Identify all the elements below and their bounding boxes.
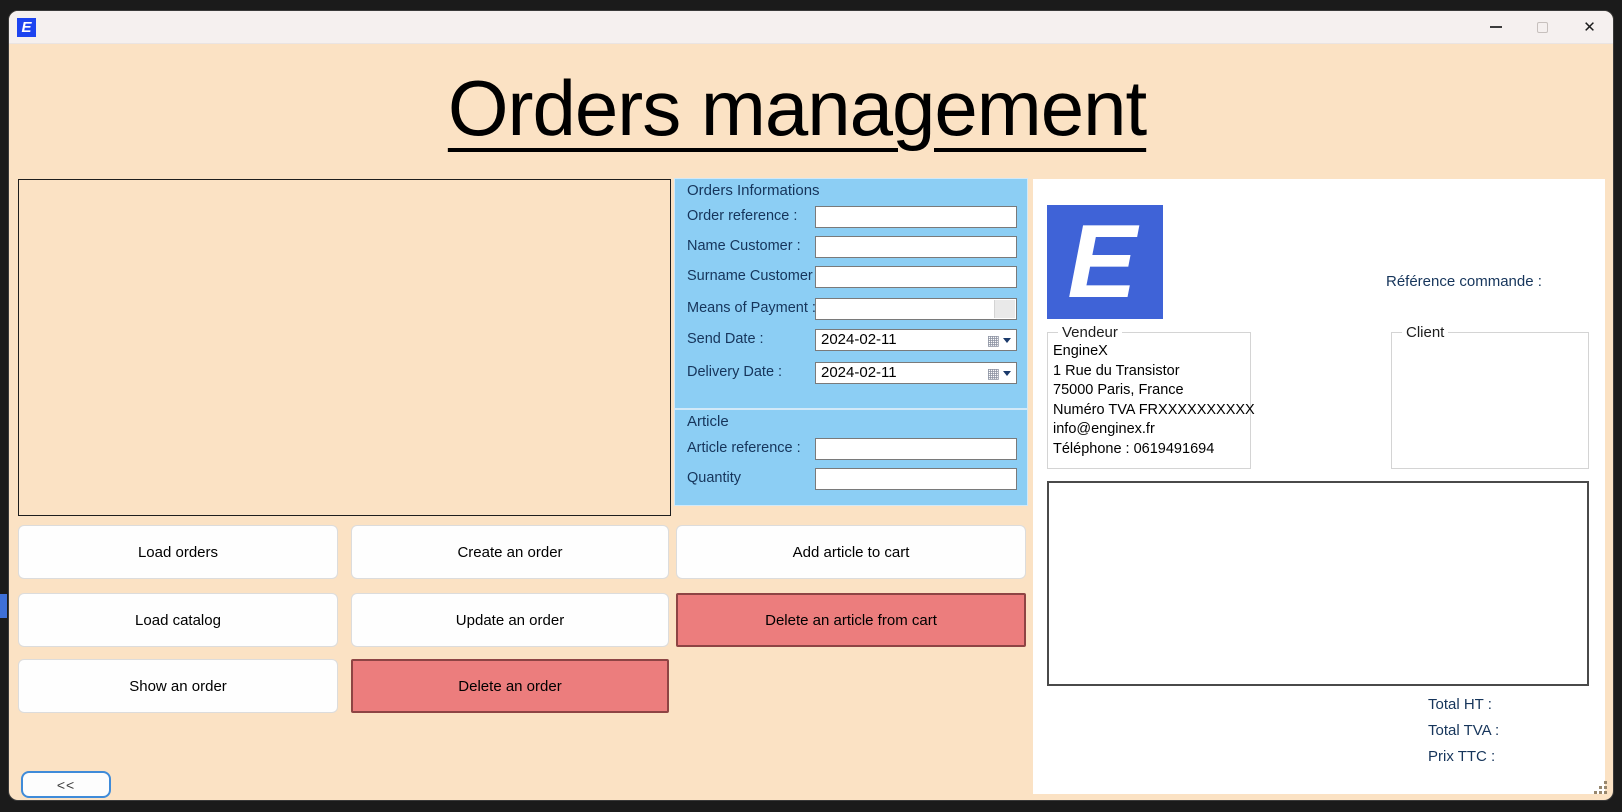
- window-controls: ✕: [1472, 11, 1613, 43]
- vendeur-group: Vendeur EngineX 1 Rue du Transistor 7500…: [1047, 324, 1255, 469]
- app-icon: E: [17, 17, 36, 37]
- cart-items-box[interactable]: [1047, 481, 1589, 686]
- maximize-icon: [1537, 21, 1548, 33]
- minimize-button[interactable]: [1472, 11, 1519, 43]
- add-article-to-cart-button[interactable]: Add article to cart: [676, 525, 1026, 579]
- back-button[interactable]: <<: [21, 771, 111, 798]
- name-customer-input[interactable]: [815, 236, 1017, 258]
- close-icon: ✕: [1583, 18, 1596, 36]
- surname-customer-label: Surname Customer :: [687, 268, 821, 284]
- surname-customer-row: Surname Customer :: [675, 266, 1027, 288]
- means-of-payment-combobox[interactable]: [815, 298, 1017, 320]
- send-date-value: 2024-02-11: [821, 331, 897, 348]
- delivery-date-picker[interactable]: 2024-02-11 ▦: [815, 362, 1017, 384]
- prix-ttc-label: Prix TTC :: [1428, 748, 1496, 765]
- quantity-input[interactable]: [815, 468, 1017, 490]
- orders-listbox[interactable]: [18, 179, 671, 516]
- vendeur-name: EngineX: [1053, 343, 1108, 359]
- vendeur-street: 1 Rue du Transistor: [1053, 362, 1180, 379]
- vendeur-tva: Numéro TVA FRXXXXXXXXXX: [1053, 401, 1255, 418]
- chevron-down-icon[interactable]: [1003, 337, 1011, 343]
- maximize-button[interactable]: [1519, 11, 1566, 43]
- order-reference-input[interactable]: [815, 206, 1017, 228]
- send-date-picker[interactable]: 2024-02-11 ▦: [815, 329, 1017, 351]
- calendar-icon[interactable]: ▦: [986, 365, 1000, 381]
- delete-order-button[interactable]: Delete an order: [351, 659, 669, 713]
- client-legend: Client: [1402, 324, 1449, 341]
- means-of-payment-row: Means of Payment :: [675, 298, 1027, 320]
- order-reference-display-label: Référence commande :: [1386, 273, 1542, 290]
- means-of-payment-label: Means of Payment :: [687, 300, 816, 316]
- invoice-preview-panel: E Référence commande : Vendeur EngineX 1…: [1033, 179, 1605, 794]
- page-title: Orders management: [447, 64, 1147, 152]
- vendeur-city: 75000 Paris, France: [1053, 382, 1184, 399]
- order-reference-label: Order reference :: [687, 208, 798, 224]
- resize-grip[interactable]: [1604, 791, 1607, 794]
- delete-article-from-cart-button[interactable]: Delete an article from cart: [676, 593, 1026, 647]
- quantity-label: Quantity: [687, 470, 741, 486]
- calendar-icon[interactable]: ▦: [986, 332, 1000, 348]
- app-window: E ✕ Orders management Orders Information…: [8, 10, 1614, 801]
- close-button[interactable]: ✕: [1566, 11, 1613, 43]
- vendeur-email: info@enginex.fr: [1053, 421, 1155, 438]
- chevron-down-icon[interactable]: [1003, 370, 1011, 376]
- total-tva-label: Total TVA :: [1428, 722, 1500, 739]
- client-group: Client: [1391, 324, 1589, 469]
- order-reference-row: Order reference :: [675, 206, 1027, 228]
- article-reference-label: Article reference :: [687, 440, 801, 456]
- minimize-icon: [1489, 26, 1502, 28]
- article-group: Article Article reference : Quantity: [674, 409, 1028, 506]
- vendeur-phone: Téléphone : 0619491694: [1053, 440, 1215, 457]
- delivery-date-row: Delivery Date : 2024-02-11 ▦: [675, 362, 1027, 384]
- total-ht-label: Total HT :: [1428, 696, 1492, 713]
- delivery-date-label: Delivery Date :: [687, 364, 783, 380]
- article-reference-row: Article reference :: [675, 438, 1027, 460]
- article-reference-input[interactable]: [815, 438, 1017, 460]
- send-date-label: Send Date :: [687, 331, 764, 347]
- enginex-logo: E: [1047, 205, 1163, 319]
- load-orders-button[interactable]: Load orders: [18, 525, 338, 579]
- orders-informations-legend: Orders Informations: [687, 182, 820, 199]
- combo-dropdown-button[interactable]: [994, 300, 1015, 318]
- background-fragment: [0, 594, 7, 618]
- vendeur-legend: Vendeur: [1058, 324, 1122, 341]
- vendeur-details: EngineX 1 Rue du Transistor 75000 Paris,…: [1053, 342, 1255, 460]
- delivery-date-value: 2024-02-11: [821, 364, 897, 381]
- show-order-button[interactable]: Show an order: [18, 659, 338, 713]
- orders-informations-group: Orders Informations Order reference : Na…: [674, 178, 1028, 409]
- totals-block: Total HT : Total TVA : Prix TTC :: [1428, 695, 1499, 773]
- create-order-button[interactable]: Create an order: [351, 525, 669, 579]
- load-catalog-button[interactable]: Load catalog: [18, 593, 338, 647]
- title-bar: E ✕: [9, 11, 1613, 44]
- update-order-button[interactable]: Update an order: [351, 593, 669, 647]
- send-date-row: Send Date : 2024-02-11 ▦: [675, 329, 1027, 351]
- name-customer-row: Name Customer :: [675, 236, 1027, 258]
- name-customer-label: Name Customer :: [687, 238, 801, 254]
- article-legend: Article: [687, 413, 729, 430]
- quantity-row: Quantity: [675, 468, 1027, 490]
- surname-customer-input[interactable]: [815, 266, 1017, 288]
